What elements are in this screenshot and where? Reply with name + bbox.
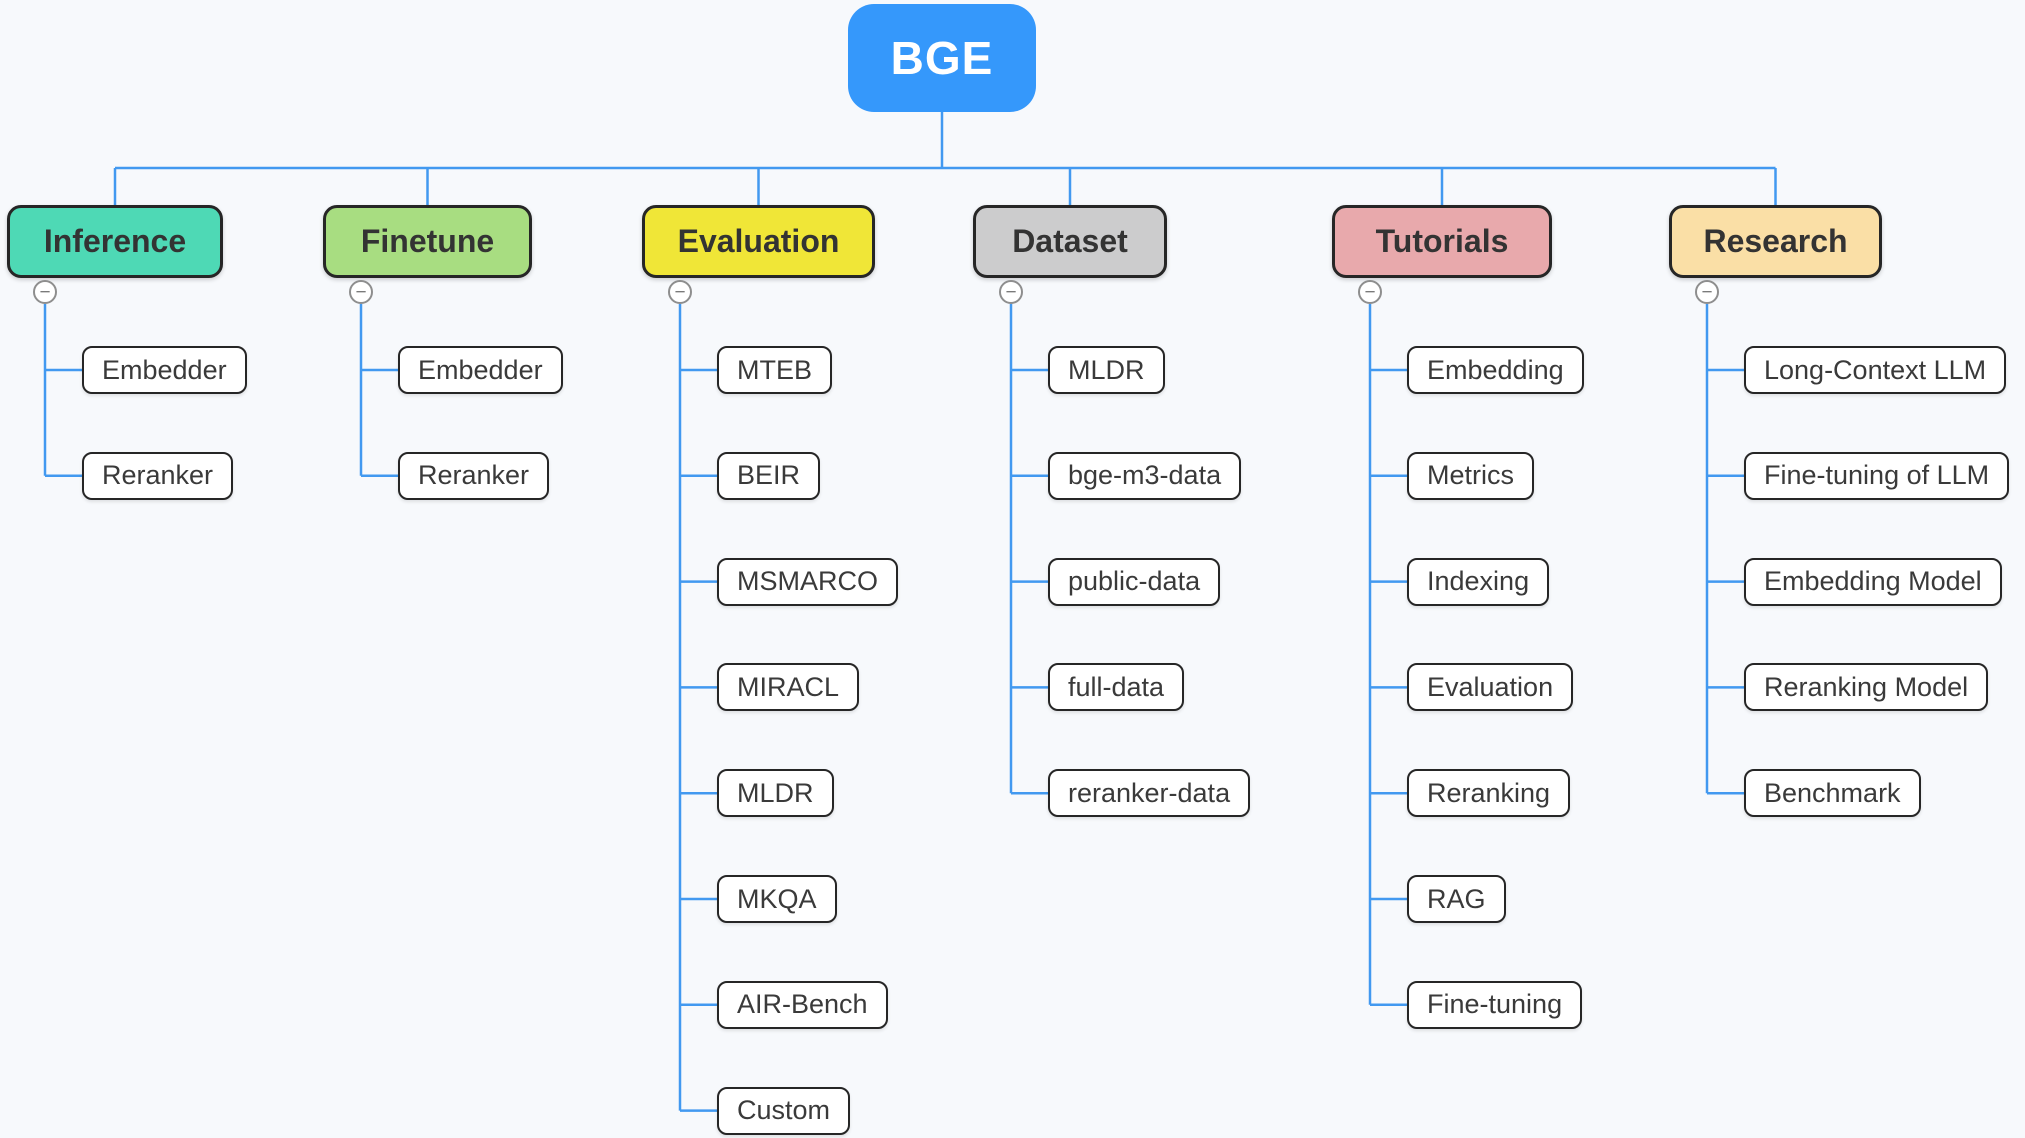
topic-label: Benchmark: [1764, 777, 1901, 808]
branch-label: Tutorials: [1375, 223, 1509, 259]
topic-node-mldr[interactable]: MLDR: [717, 769, 834, 818]
topic-label: Embedder: [418, 354, 543, 385]
topic-label: Reranker: [102, 460, 214, 491]
connector-path: [43, 112, 1777, 1112]
branch-node-research[interactable]: Research: [1669, 205, 1882, 278]
topic-label: full-data: [1068, 671, 1165, 702]
minus-icon: −: [1701, 281, 1713, 303]
branch-node-tutorials[interactable]: Tutorials: [1332, 205, 1552, 278]
topic-label: Long-Context LLM: [1764, 354, 1987, 385]
topic-node-embedding[interactable]: Embedding: [1407, 346, 1584, 394]
collapse-button-research[interactable]: −: [1695, 280, 1719, 304]
topic-label: BEIR: [737, 460, 801, 491]
topic-node-reranking[interactable]: Reranking: [1407, 769, 1571, 818]
topic-node-beir[interactable]: BEIR: [717, 451, 821, 500]
topic-node-bge-m3-data[interactable]: bge-m3-data: [1048, 451, 1242, 500]
branch-label: Inference: [43, 223, 187, 259]
topic-label: AIR-Bench: [737, 989, 868, 1020]
branch-label: Finetune: [360, 223, 495, 259]
branch-node-dataset[interactable]: Dataset: [973, 205, 1167, 278]
topic-node-benchmark[interactable]: Benchmark: [1744, 769, 1921, 818]
topic-label: Indexing: [1427, 566, 1530, 597]
topic-label: RAG: [1427, 883, 1486, 914]
topic-label: MKQA: [737, 883, 817, 914]
topic-label: Embedding: [1427, 354, 1564, 385]
topic-node-fine-tuning-of-llm[interactable]: Fine-tuning of LLM: [1744, 451, 2010, 500]
topic-label: Metrics: [1427, 460, 1514, 491]
minus-icon: −: [1364, 281, 1376, 303]
collapse-button-inference[interactable]: −: [33, 280, 57, 304]
branch-label: Research: [1703, 223, 1848, 259]
topic-label: MTEB: [737, 354, 813, 385]
topic-node-msmarco[interactable]: MSMARCO: [717, 557, 898, 606]
topic-label: Embedding Model: [1764, 566, 1982, 597]
topic-label: Reranker: [418, 460, 530, 491]
topic-node-miracl[interactable]: MIRACL: [717, 663, 860, 712]
topic-node-public-data[interactable]: public-data: [1048, 557, 1221, 606]
topic-node-mkqa[interactable]: MKQA: [717, 875, 837, 923]
root-label: BGE: [890, 32, 994, 84]
topic-node-embedder[interactable]: Embedder: [82, 346, 247, 394]
collapse-button-dataset[interactable]: −: [999, 280, 1023, 304]
collapse-button-finetune[interactable]: −: [349, 280, 373, 304]
topic-label: public-data: [1068, 566, 1201, 597]
minus-icon: −: [1005, 281, 1017, 303]
topic-label: Reranking: [1427, 777, 1551, 808]
topic-label: Evaluation: [1427, 671, 1554, 702]
topic-node-embedder[interactable]: Embedder: [398, 346, 563, 394]
topic-node-full-data[interactable]: full-data: [1048, 663, 1185, 712]
collapse-button-evaluation[interactable]: −: [668, 280, 692, 304]
topic-label: reranker-data: [1068, 777, 1231, 808]
topic-node-metrics[interactable]: Metrics: [1407, 451, 1534, 500]
minus-icon: −: [674, 281, 686, 303]
topic-node-evaluation[interactable]: Evaluation: [1407, 663, 1574, 712]
minus-icon: −: [355, 281, 367, 303]
topic-label: Reranking Model: [1764, 671, 1969, 702]
topic-node-air-bench[interactable]: AIR-Bench: [717, 980, 888, 1029]
topic-node-reranker-data[interactable]: reranker-data: [1048, 769, 1251, 818]
topic-label: MLDR: [1068, 354, 1145, 385]
minus-icon: −: [39, 281, 51, 303]
topic-label: Custom: [737, 1095, 831, 1126]
branch-node-inference[interactable]: Inference: [7, 205, 223, 278]
topic-node-reranking-model[interactable]: Reranking Model: [1744, 663, 1989, 712]
topic-node-custom[interactable]: Custom: [717, 1086, 851, 1135]
collapse-button-tutorials[interactable]: −: [1358, 280, 1382, 304]
topic-node-rag[interactable]: RAG: [1407, 875, 1506, 923]
topic-node-indexing[interactable]: Indexing: [1407, 557, 1550, 606]
topic-label: MLDR: [737, 777, 814, 808]
branch-label: Dataset: [1012, 223, 1128, 259]
topic-label: bge-m3-data: [1068, 460, 1222, 491]
branch-label: Evaluation: [677, 223, 840, 259]
topic-label: MIRACL: [737, 671, 840, 702]
topic-node-reranker[interactable]: Reranker: [82, 451, 234, 500]
topic-node-long-context-llm[interactable]: Long-Context LLM: [1744, 346, 2007, 394]
root-node-bge[interactable]: BGE: [848, 4, 1036, 112]
topic-label: Fine-tuning of LLM: [1764, 460, 1990, 491]
topic-label: Fine-tuning: [1427, 989, 1563, 1020]
topic-node-mteb[interactable]: MTEB: [717, 346, 833, 394]
topic-node-reranker[interactable]: Reranker: [398, 451, 550, 500]
topic-node-fine-tuning[interactable]: Fine-tuning: [1407, 980, 1583, 1029]
topic-node-embedding-model[interactable]: Embedding Model: [1744, 557, 2002, 606]
topic-label: Embedder: [102, 354, 227, 385]
topic-node-mldr[interactable]: MLDR: [1048, 346, 1165, 394]
topic-label: MSMARCO: [737, 566, 878, 597]
branch-node-finetune[interactable]: Finetune: [323, 205, 532, 278]
branch-node-evaluation[interactable]: Evaluation: [642, 205, 875, 278]
